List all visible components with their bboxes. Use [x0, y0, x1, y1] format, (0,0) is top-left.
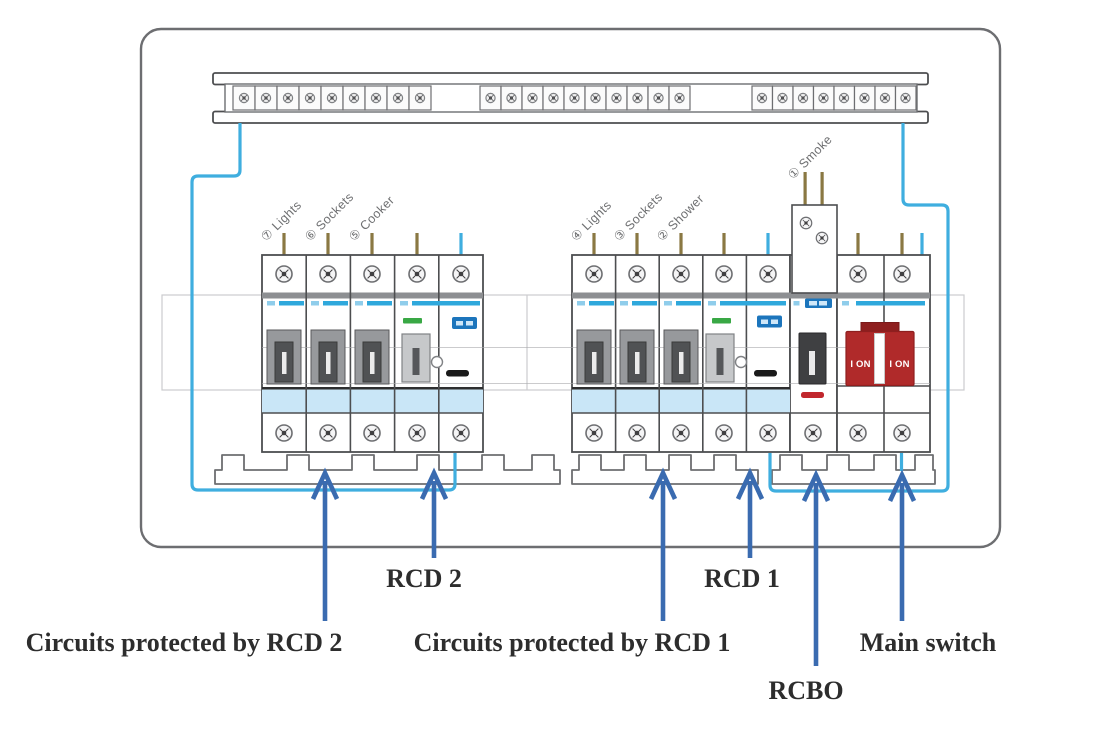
- neutral-wires: [190, 123, 950, 493]
- rcd2-green-indicator: [403, 318, 422, 324]
- arrow-circuits-rcd2: [310, 467, 340, 621]
- breaker-toggles: [266, 329, 827, 398]
- arrow-rcd1: [735, 467, 765, 558]
- wire-right: [768, 123, 950, 493]
- main-switch-on-right: I ON: [889, 359, 909, 370]
- mcb-toggle-6: [310, 329, 346, 385]
- main-switch-toggle: [874, 333, 885, 384]
- blue-rating-dashes: [267, 301, 480, 306]
- label-circuits-rcd1: Circuits protected by RCD 1: [414, 628, 731, 657]
- wire-left: [190, 123, 457, 492]
- rcd2-off-indicator: [446, 370, 469, 377]
- label-circuits-rcd2: Circuits protected by RCD 2: [26, 628, 343, 657]
- rcbo-toggle: [798, 332, 827, 385]
- mcb-toggle-4: [576, 329, 612, 385]
- rcd2-toggle: [401, 333, 431, 383]
- rcd1-green-indicator: [712, 318, 731, 324]
- arrow-circuits-rcd1: [648, 467, 678, 621]
- arrow-main-switch: [887, 469, 917, 621]
- rcbo-red-indicator: [801, 392, 824, 398]
- terminal-strip: [212, 72, 929, 124]
- rcd1-toggle: [705, 333, 735, 383]
- label-rcbo: RCBO: [768, 676, 843, 705]
- blue-rating-dashes-right: [577, 298, 925, 308]
- arrow-rcd2: [419, 467, 449, 558]
- rcd1-off-indicator: [754, 370, 777, 377]
- mcb-toggle-7: [266, 329, 302, 385]
- rcd2-test-button: [430, 355, 444, 369]
- terminal-group-2: [479, 85, 691, 111]
- mcb-toggle-2: [663, 329, 699, 385]
- rcbo-head: [791, 204, 838, 294]
- circuit-pins: [282, 172, 924, 257]
- arrow-rcbo: [801, 469, 831, 666]
- rcd2-rating-chip: [452, 317, 477, 329]
- rcd1-test-button: [734, 355, 748, 369]
- label-rcd2: RCD 2: [386, 564, 462, 593]
- mcb-toggle-3: [619, 329, 655, 385]
- terminal-group-3: [751, 85, 917, 111]
- label-main-switch: Main switch: [860, 628, 997, 657]
- callout-texts: RCD 2 RCD 1 Circuits protected by RCD 2 …: [26, 564, 997, 705]
- callout-arrows: [310, 467, 917, 666]
- back-panel: [161, 294, 965, 391]
- rcd1-rating-chip: [757, 315, 782, 328]
- main-switch-device: I ON I ON: [845, 322, 915, 387]
- mcb-toggle-5: [354, 329, 390, 385]
- main-switch-on-left: I ON: [850, 359, 870, 370]
- label-rcd1: RCD 1: [704, 564, 780, 593]
